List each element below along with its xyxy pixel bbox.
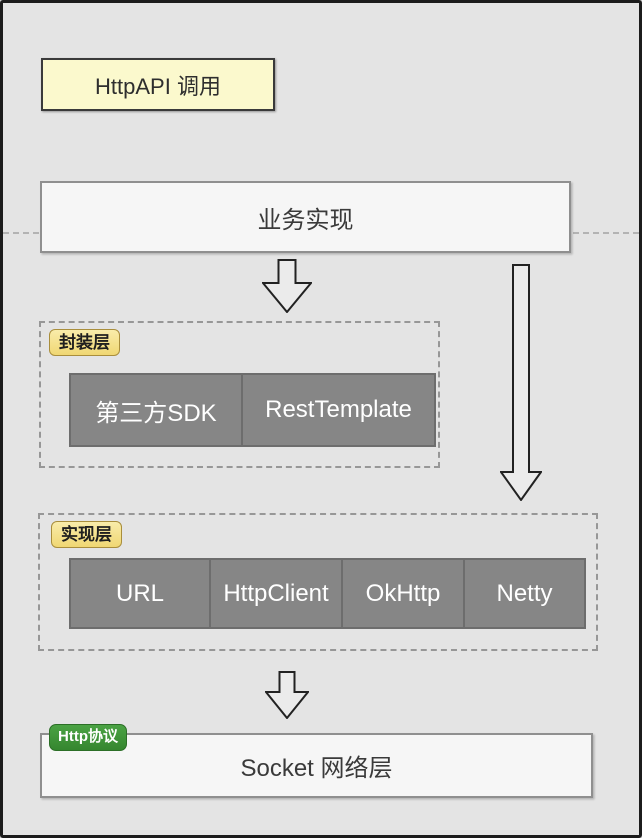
http-protocol-badge: Http协议 [49, 724, 127, 751]
cell-okhttp: OkHttp [341, 560, 463, 627]
down-arrow-icon [265, 671, 309, 719]
httpapi-call-box: HttpAPI 调用 [41, 58, 275, 111]
cell-resttemplate: RestTemplate [241, 375, 434, 445]
encapsulation-layer-group: 封装层 第三方SDK RestTemplate [39, 321, 440, 468]
business-impl-label: 业务实现 [257, 206, 354, 234]
cell-netty: Netty [463, 560, 584, 627]
cell-url: URL [71, 560, 209, 627]
implementation-layer-group: 实现层 URL HttpClient OkHttp Netty [38, 513, 598, 651]
encapsulation-layer-badge: 封装层 [49, 329, 120, 357]
down-arrow-icon [262, 259, 312, 313]
down-arrow-long-icon [500, 264, 542, 501]
encapsulation-cell-row: 第三方SDK RestTemplate [69, 373, 436, 447]
cell-third-party-sdk: 第三方SDK [71, 375, 241, 445]
business-impl-box: 业务实现 [40, 181, 571, 253]
socket-layer-label: Socket 网络层 [240, 755, 393, 782]
implementation-cell-row: URL HttpClient OkHttp Netty [69, 558, 586, 629]
httpapi-call-label: HttpAPI 调用 [95, 73, 221, 99]
implementation-layer-badge: 实现层 [51, 521, 122, 549]
cell-httpclient: HttpClient [209, 560, 341, 627]
socket-layer-box: Http协议 Socket 网络层 [40, 724, 593, 798]
